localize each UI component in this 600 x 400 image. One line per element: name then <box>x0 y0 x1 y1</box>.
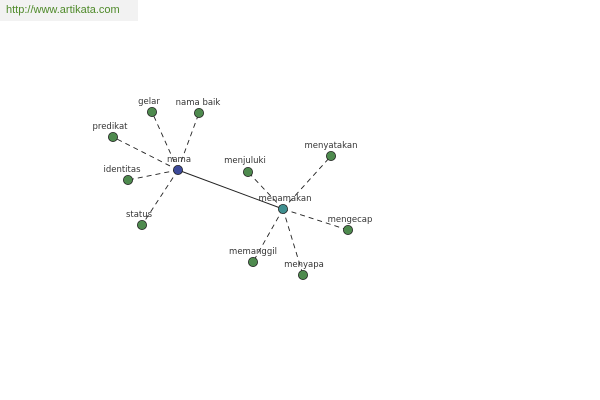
node-gelar[interactable] <box>146 107 157 118</box>
label-gelar: gelar <box>138 97 160 107</box>
watermark-banner: http://www.artikata.com <box>0 0 138 21</box>
edge-menamakan-menyatakan <box>282 155 332 210</box>
label-menyatakan: menyatakan <box>304 141 357 151</box>
edge-menamakan-memanggil <box>252 208 284 263</box>
node-menamakan[interactable] <box>277 203 288 214</box>
edge-menamakan-menyapa <box>282 208 304 276</box>
node-memanggil[interactable] <box>247 256 258 267</box>
label-status: status <box>126 210 153 220</box>
edge-menamakan-mengecap <box>282 208 349 231</box>
node-predikat[interactable] <box>108 131 119 142</box>
edges-layer <box>112 111 349 276</box>
node-nama[interactable] <box>172 164 183 175</box>
label-identitas: identitas <box>103 165 141 175</box>
label-nama-baik: nama baik <box>176 98 221 108</box>
node-identitas[interactable] <box>123 174 134 185</box>
edge-nama-gelar <box>151 111 179 171</box>
node-menjuluki[interactable] <box>242 166 253 177</box>
label-menyapa: menyapa <box>284 260 324 270</box>
node-nama-baik[interactable] <box>193 108 204 119</box>
label-memanggil: memanggil <box>229 247 277 257</box>
watermark-text: http://www.artikata.com <box>6 4 120 16</box>
label-mengecap: mengecap <box>328 215 373 225</box>
node-menyatakan[interactable] <box>325 150 336 161</box>
edge-nama-nama-baik <box>177 112 200 171</box>
edge-nama-menamakan <box>177 169 284 210</box>
nodes-layer <box>108 107 353 280</box>
labels-layer: nama menamakan gelar nama baik predikat ident… <box>92 97 372 270</box>
node-status[interactable] <box>136 219 147 230</box>
node-mengecap[interactable] <box>342 224 353 235</box>
edge-nama-status <box>141 169 179 226</box>
edge-nama-predikat <box>112 136 179 171</box>
label-menjuluki: menjuluki <box>224 156 266 166</box>
label-predikat: predikat <box>92 122 128 132</box>
label-nama: nama <box>167 155 191 165</box>
node-menyapa[interactable] <box>297 269 308 280</box>
label-menamakan: menamakan <box>259 194 312 204</box>
